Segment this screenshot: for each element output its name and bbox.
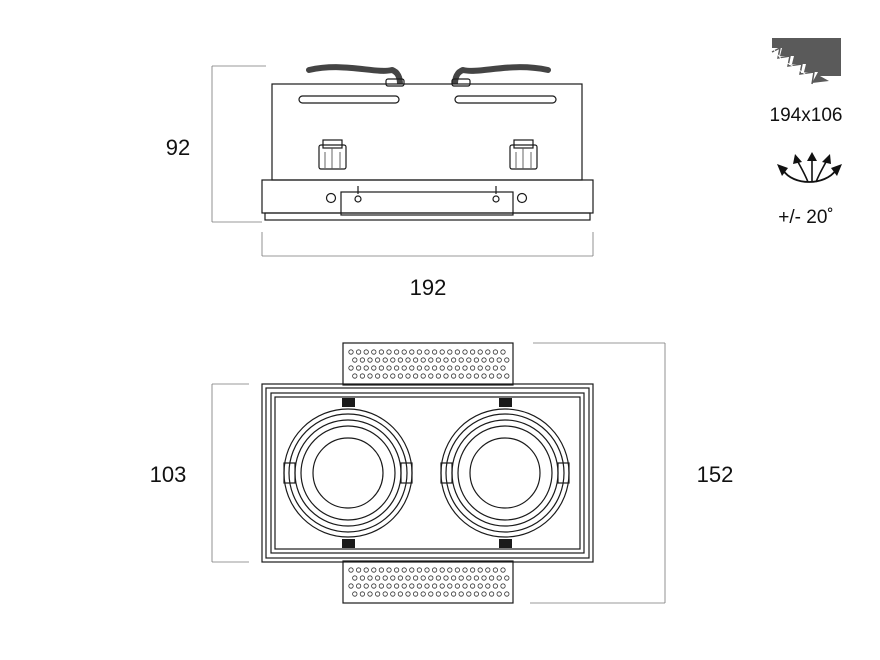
height-label: 92 — [166, 135, 190, 160]
width-label: 192 — [410, 275, 447, 300]
plaster-tab-top — [342, 342, 514, 386]
screw-hole-left — [325, 192, 337, 204]
tilt-label: +/- 20˚ — [778, 207, 833, 228]
trim-frame-mid — [265, 387, 590, 559]
outer-height-label: 152 — [697, 462, 734, 487]
trim-lip — [264, 212, 591, 221]
vent-slot-left — [298, 95, 400, 104]
spotlight-right — [440, 398, 570, 548]
outer-height-dimension-line — [530, 342, 666, 604]
inner-height-dimension-line — [211, 383, 249, 563]
trim-opening — [274, 396, 581, 550]
plaster-tab-bottom — [342, 560, 514, 604]
perforation-pattern-top — [348, 349, 510, 379]
perforation-pattern-bottom — [348, 567, 510, 597]
trim-frame-inner — [270, 392, 585, 554]
spring-clip-right — [509, 139, 538, 170]
side-view: 92 192 — [166, 64, 594, 300]
top-view: 103 152 — [150, 342, 734, 604]
vent-slot-right — [454, 95, 557, 104]
screw-hole-right — [516, 192, 528, 204]
height-dimension-line — [211, 65, 266, 223]
power-cables — [306, 64, 551, 87]
width-dimension-line — [261, 232, 594, 257]
cutout-label: 194x106 — [770, 105, 843, 126]
inner-height-label: 103 — [150, 462, 187, 487]
cutout-icon — [771, 38, 841, 85]
spring-clip-left — [318, 139, 347, 170]
centre-bracket — [340, 191, 514, 216]
bracket-screw-left — [354, 186, 362, 203]
tilt-arrows-icon — [777, 152, 842, 183]
spotlight-left — [283, 398, 413, 548]
bracket-screw-right — [492, 186, 500, 203]
mounting-frame — [261, 179, 594, 214]
trim-frame-outer — [261, 383, 594, 563]
